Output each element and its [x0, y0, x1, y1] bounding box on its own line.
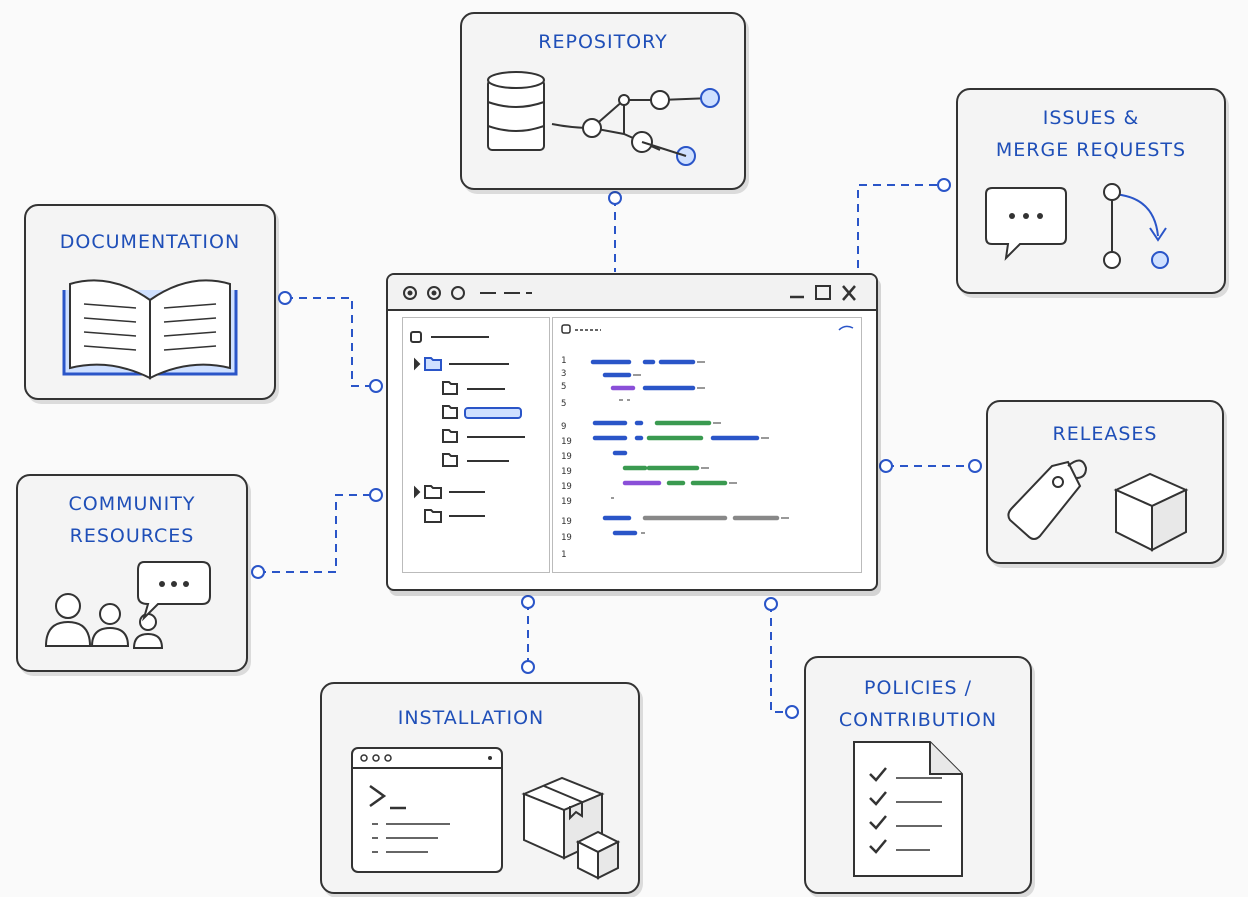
- maximize-icon[interactable]: [814, 283, 832, 303]
- community-title: COMMUNITY RESOURCES: [68, 493, 196, 547]
- line-number: 19: [561, 452, 572, 462]
- git-branch-icon: [551, 88, 720, 166]
- repository-card[interactable]: REPOSITORY: [460, 12, 746, 190]
- releases-title: RELEASES: [1052, 423, 1158, 445]
- line-number: 5: [561, 399, 567, 409]
- wire-node: [879, 459, 893, 473]
- tree-row: [414, 357, 509, 371]
- installation-card[interactable]: INSTALLATION: [320, 682, 640, 894]
- line-number: 5: [561, 382, 567, 392]
- merge-request-icon: [1103, 183, 1169, 269]
- wire-node: [278, 291, 292, 305]
- wire-node: [369, 488, 383, 502]
- wire-documentation: [285, 297, 376, 387]
- code-lines: [590, 359, 789, 536]
- file-tree: [410, 331, 525, 523]
- editor-tab-icon: [561, 324, 601, 334]
- line-number: 1: [561, 550, 567, 560]
- line-number: 19: [561, 533, 572, 543]
- speech-bubble-icon: [137, 561, 211, 622]
- wire-issues: [857, 184, 944, 268]
- line-number: 19: [561, 467, 572, 477]
- code-editor: 1 3 5 5 9 19 19 19 19 19 19 19 1: [552, 317, 862, 573]
- minimize-icon[interactable]: [788, 283, 806, 303]
- repository-title: REPOSITORY: [538, 31, 668, 53]
- issues-title: ISSUES & MERGE REQUESTS: [995, 107, 1187, 161]
- issues-card[interactable]: ISSUES & MERGE REQUESTS: [956, 88, 1226, 294]
- wire-node: [521, 595, 535, 609]
- line-number: 19: [561, 517, 572, 527]
- community-card[interactable]: COMMUNITY RESOURCES: [16, 474, 248, 672]
- line-number: 19: [561, 437, 572, 447]
- policies-card[interactable]: POLICIES / CONTRIBUTION: [804, 656, 1032, 894]
- installation-title: INSTALLATION: [397, 707, 545, 729]
- package-cube-icon: [1113, 472, 1189, 552]
- file-explorer: [402, 317, 550, 573]
- wire-node: [369, 379, 383, 393]
- wire-node: [251, 565, 265, 579]
- line-number: 3: [561, 369, 567, 379]
- documentation-title: DOCUMENTATION: [59, 231, 241, 253]
- window-titlebar: [388, 275, 876, 311]
- policies-title: POLICIES / CONTRIBUTION: [838, 677, 998, 731]
- line-number: 19: [561, 482, 572, 492]
- users-group-icon: [44, 593, 164, 649]
- close-icon[interactable]: [840, 283, 858, 303]
- chat-bubble-icon: [985, 187, 1067, 261]
- selected-file: [464, 407, 522, 419]
- window-controls-left: [403, 286, 532, 300]
- documentation-card[interactable]: DOCUMENTATION: [24, 204, 276, 400]
- wire-community: [258, 494, 376, 573]
- wire-node: [937, 178, 951, 192]
- editor-action-icon[interactable]: [837, 322, 855, 334]
- wire-node: [968, 459, 982, 473]
- tag-icon: [1007, 459, 1088, 540]
- wire-node: [608, 191, 622, 205]
- wire-policies: [770, 604, 792, 713]
- wire-node: [521, 660, 535, 674]
- line-number: 19: [561, 497, 572, 507]
- terminal-window-icon: [351, 747, 503, 873]
- releases-card[interactable]: RELEASES: [986, 400, 1224, 564]
- database-icon: [487, 71, 545, 151]
- packages-boxes-icon: [521, 776, 621, 880]
- open-book-icon: [62, 279, 238, 380]
- line-number: 9: [561, 422, 567, 432]
- ide-window: 1 3 5 5 9 19 19 19 19 19 19 19 1: [386, 273, 878, 591]
- line-number: 1: [561, 356, 567, 366]
- wire-node: [764, 597, 778, 611]
- wire-node: [785, 705, 799, 719]
- checklist-document-icon: [853, 741, 963, 877]
